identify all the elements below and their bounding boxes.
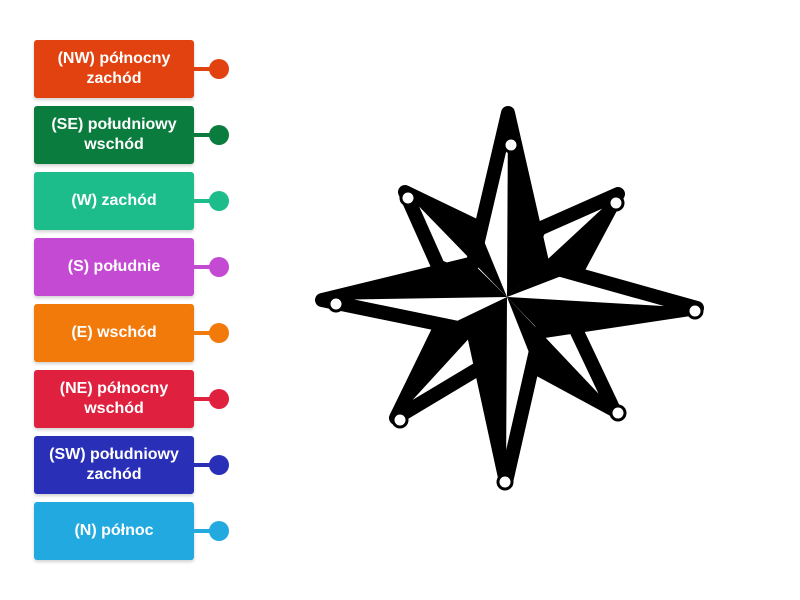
label-card[interactable]: (SE) południowy wschód bbox=[34, 106, 194, 164]
drop-target-circle[interactable] bbox=[502, 136, 520, 154]
drop-target-circle[interactable] bbox=[399, 189, 417, 207]
connector-line bbox=[192, 265, 214, 269]
label-row[interactable]: (E) wschód bbox=[34, 304, 234, 362]
major-point-shade bbox=[473, 297, 507, 482]
drop-target-circle[interactable] bbox=[327, 295, 345, 313]
drop-target-circle[interactable] bbox=[607, 194, 625, 212]
connector-dot-icon[interactable] bbox=[209, 257, 229, 277]
label-card[interactable]: (W) zachód bbox=[34, 172, 194, 230]
minor-point-shade bbox=[396, 297, 507, 418]
major-point-shade bbox=[507, 297, 697, 332]
minor-point-shade bbox=[507, 194, 618, 297]
label-row[interactable]: (SW) południowy zachód bbox=[34, 436, 234, 494]
connector-dot-icon[interactable] bbox=[209, 455, 229, 475]
connector-dot-icon[interactable] bbox=[209, 191, 229, 211]
drop-targets bbox=[327, 136, 704, 491]
label-card[interactable]: (S) południe bbox=[34, 238, 194, 296]
connector-line bbox=[192, 331, 214, 335]
compass-rose-icon bbox=[315, 106, 704, 491]
drop-target-circle[interactable] bbox=[391, 411, 409, 429]
connector-dot-icon[interactable] bbox=[209, 389, 229, 409]
major-point-shade bbox=[507, 113, 543, 297]
label-row[interactable]: (NE) północny wschód bbox=[34, 370, 234, 428]
drop-target-circle[interactable] bbox=[496, 473, 514, 491]
connector-line bbox=[192, 133, 214, 137]
label-list: (NW) północny zachód (SE) południowy wsch… bbox=[0, 0, 240, 600]
connector-dot-icon[interactable] bbox=[209, 59, 229, 79]
drop-target-circle[interactable] bbox=[609, 404, 627, 422]
label-card[interactable]: (N) północ bbox=[34, 502, 194, 560]
connector-dot-icon[interactable] bbox=[209, 521, 229, 541]
label-row[interactable]: (S) południe bbox=[34, 238, 234, 296]
minor-point-shade bbox=[507, 297, 614, 410]
connector-line bbox=[192, 199, 214, 203]
connector-line bbox=[192, 529, 214, 533]
drop-target-circle[interactable] bbox=[686, 302, 704, 320]
label-row[interactable]: (W) zachód bbox=[34, 172, 234, 230]
label-card[interactable]: (NW) północny zachód bbox=[34, 40, 194, 98]
label-row[interactable]: (N) północ bbox=[34, 502, 234, 560]
label-row[interactable]: (SE) południowy wschód bbox=[34, 106, 234, 164]
label-card[interactable]: (SW) południowy zachód bbox=[34, 436, 194, 494]
label-card[interactable]: (E) wschód bbox=[34, 304, 194, 362]
connector-line bbox=[192, 463, 214, 467]
connector-line bbox=[192, 397, 214, 401]
minor-point-shade bbox=[405, 192, 507, 297]
compass-rose-shapes bbox=[315, 106, 704, 489]
label-card[interactable]: (NE) północny wschód bbox=[34, 370, 194, 428]
major-point-shade bbox=[322, 263, 507, 300]
label-row[interactable]: (NW) północny zachód bbox=[34, 40, 234, 98]
connector-dot-icon[interactable] bbox=[209, 323, 229, 343]
connector-dot-icon[interactable] bbox=[209, 125, 229, 145]
connector-line bbox=[192, 67, 214, 71]
